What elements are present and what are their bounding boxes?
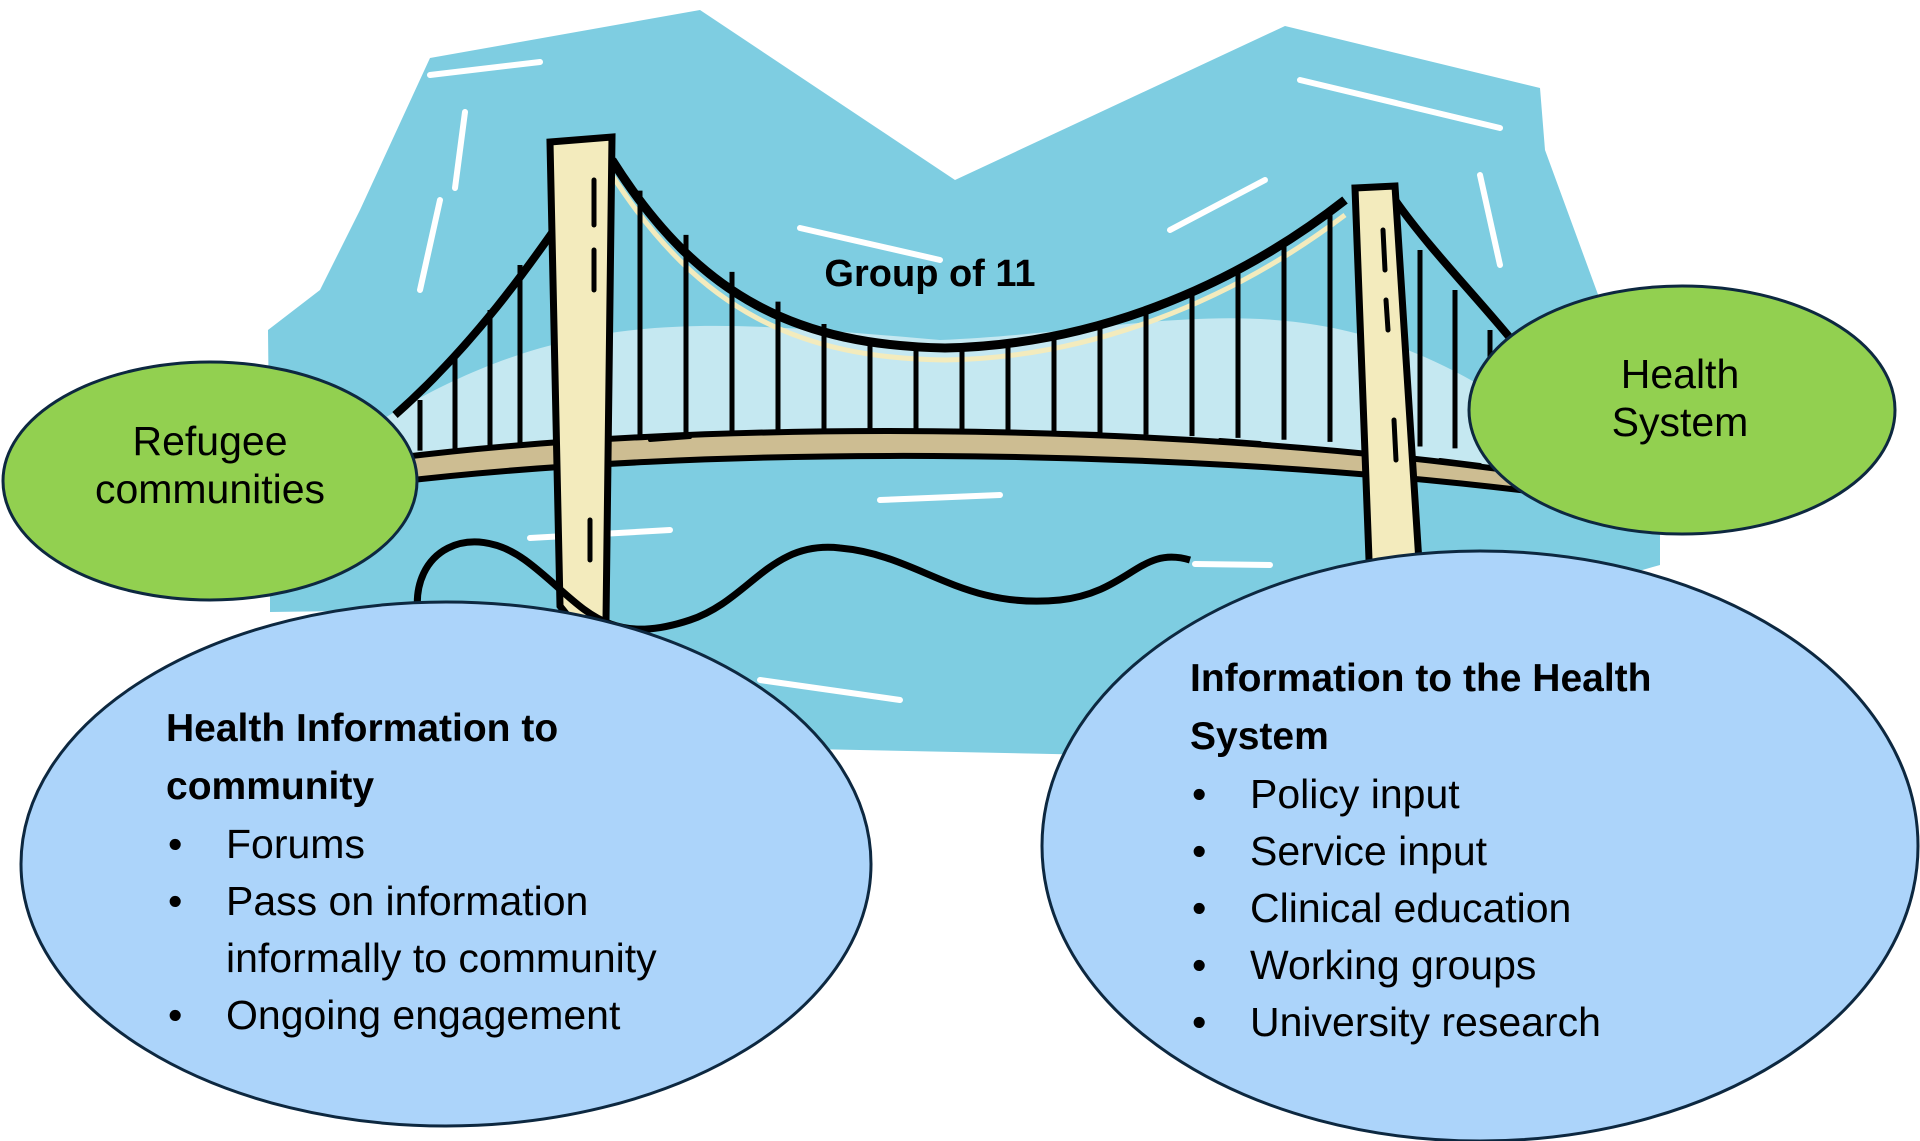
health-system-info-heading: Information to the Health System [1190, 657, 1652, 758]
health-system-info-block: Information to the Health System Policy … [1190, 650, 1750, 1051]
community-info-block: Health Information to community ForumsPa… [166, 700, 766, 1044]
left-tower-dashes [587, 177, 597, 563]
health-system-text: Health System [1611, 351, 1749, 445]
list-item: Clinical education [1190, 880, 1750, 937]
left-tower [546, 133, 616, 630]
health-system-node [1467, 284, 1897, 536]
health-system-label: Health System [1470, 351, 1890, 447]
list-item: Service input [1190, 823, 1750, 880]
refugee-communities-node [1, 360, 419, 602]
cable-right [1391, 197, 1524, 353]
refugee-communities-text: Refugee communities [94, 418, 326, 512]
list-item: Policy input [1190, 766, 1750, 823]
community-info-heading: Health Information to community [166, 707, 559, 808]
refugee-communities-label: Refugee communities [60, 418, 360, 514]
list-item: Ongoing engagement [166, 987, 726, 1044]
cable-main [608, 157, 1348, 353]
cable-main-inner [609, 173, 1347, 363]
deck-dashes [648, 431, 1482, 467]
health-system-info-list: Policy inputService inputClinical educat… [1190, 766, 1750, 1051]
group-of-11-label: Group of 11 [824, 253, 1036, 295]
water-wave [413, 538, 1192, 633]
list-item: Pass on information informally to commun… [166, 873, 726, 987]
list-item: University research [1190, 994, 1750, 1051]
list-item: Forums [166, 816, 726, 873]
right-tower-dashes [1380, 227, 1399, 463]
list-item: Working groups [1190, 937, 1750, 994]
community-info-list: ForumsPass on information informally to … [166, 816, 726, 1044]
